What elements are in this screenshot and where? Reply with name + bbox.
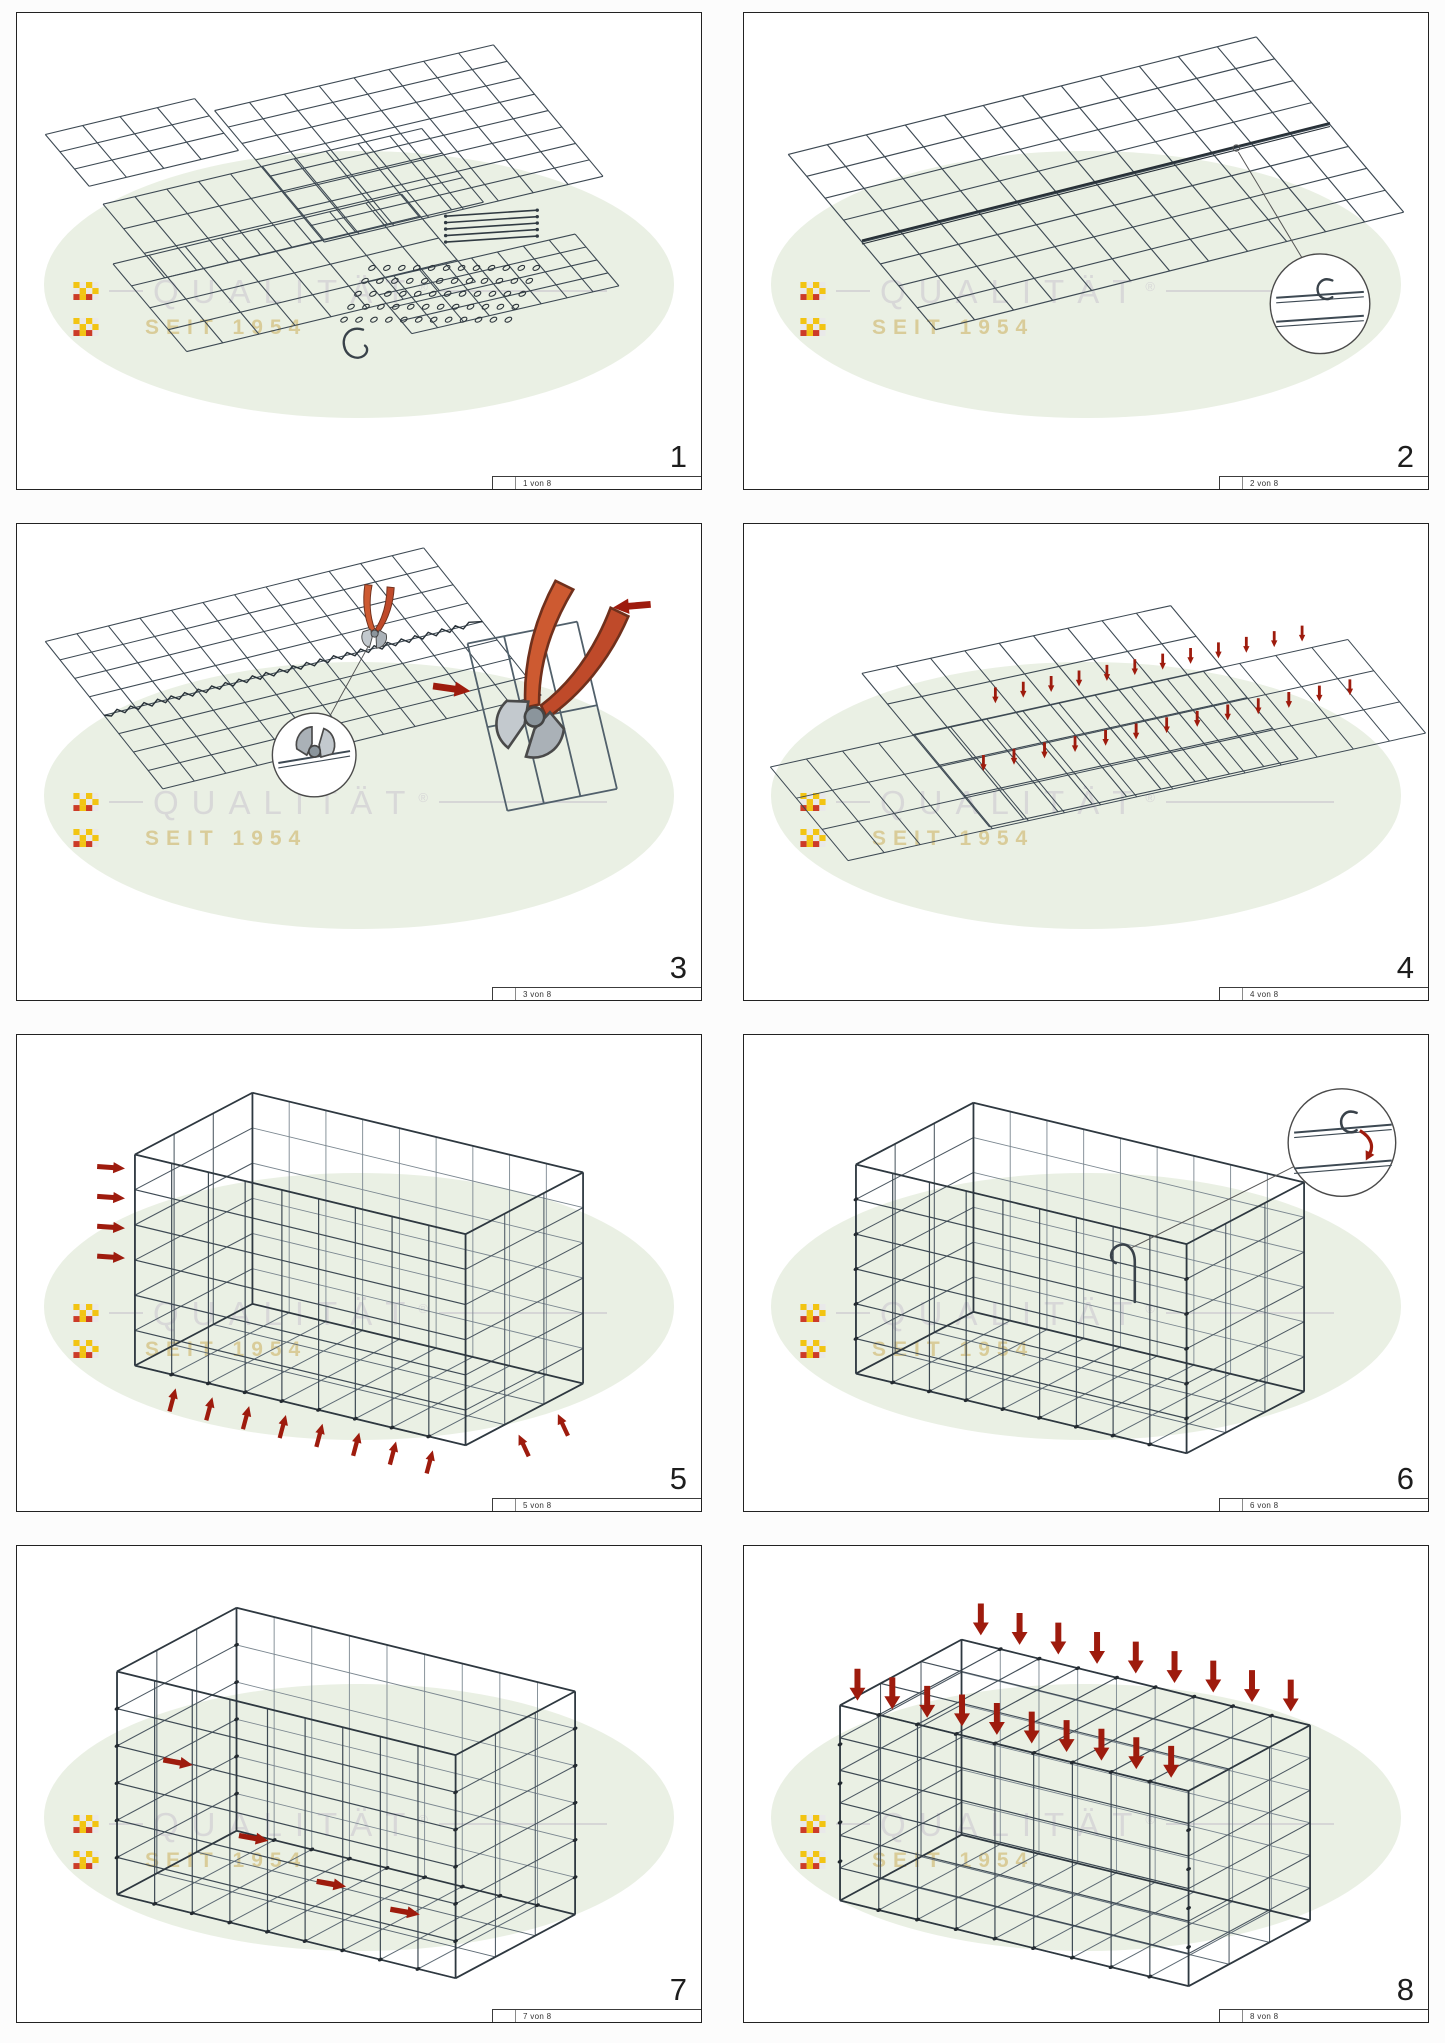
step-number: 1 bbox=[669, 439, 687, 474]
sheet-footer: 8 von 8 bbox=[1219, 2009, 1428, 2022]
step-panel-2: QUALITÄT® SEIT 1954 2 2 von 8 bbox=[743, 12, 1429, 490]
step-3-illustration bbox=[44, 547, 651, 812]
watermark-rule bbox=[1165, 290, 1334, 293]
watermark-subtitle: SEIT 1954 bbox=[872, 1848, 1035, 1872]
watermark-brand-row: QUALITÄT® bbox=[73, 275, 607, 308]
watermark-rule bbox=[109, 1312, 143, 1315]
watermark-ellipse bbox=[44, 151, 674, 418]
step-panel-4: QUALITÄT® SEIT 1954 4 4 von 8 bbox=[743, 523, 1429, 1001]
sheet-footer: 5 von 8 bbox=[492, 1498, 701, 1511]
step-panel-1: QUALITÄT® SEIT 1954 1 1 von 8 bbox=[16, 12, 702, 490]
sheet-footer: 7 von 8 bbox=[492, 2009, 701, 2022]
watermark-year-row: SEIT 1954 bbox=[800, 1850, 1034, 1871]
watermark-subtitle: SEIT 1954 bbox=[145, 1848, 308, 1872]
step-number: 2 bbox=[1396, 439, 1414, 474]
watermark-subtitle: SEIT 1954 bbox=[145, 1337, 308, 1361]
sheet-count-label: 1 von 8 bbox=[523, 478, 552, 488]
watermark-year-row: SEIT 1954 bbox=[73, 828, 307, 849]
step-8-illustration bbox=[837, 1603, 1311, 1988]
watermark-brand-row: QUALITÄT® bbox=[73, 786, 607, 819]
watermark-rule bbox=[1165, 1312, 1334, 1315]
sheet-count-label: 6 von 8 bbox=[1250, 1500, 1279, 1510]
watermark-rule bbox=[836, 1312, 870, 1315]
watermark-subtitle: SEIT 1954 bbox=[872, 315, 1035, 339]
watermark-title: QUALITÄT® bbox=[153, 783, 429, 821]
watermark-rule bbox=[109, 290, 143, 293]
watermark-ellipse bbox=[771, 662, 1401, 929]
watermark-rule bbox=[1165, 1823, 1334, 1826]
watermark-ellipse bbox=[44, 662, 674, 929]
sheet-count-label: 5 von 8 bbox=[523, 1500, 552, 1510]
footer-divider bbox=[515, 477, 516, 489]
step-2-illustration bbox=[787, 36, 1405, 355]
watermark-title: QUALITÄT® bbox=[153, 1294, 429, 1332]
watermark-year-row: SEIT 1954 bbox=[800, 317, 1034, 338]
watermark-title: QUALITÄT® bbox=[880, 1294, 1156, 1332]
sheet-count-label: 7 von 8 bbox=[523, 2011, 552, 2021]
step-5-illustration bbox=[97, 1091, 584, 1475]
step-panel-7: QUALITÄT® SEIT 1954 7 7 von 8 bbox=[16, 1545, 702, 2023]
step-number: 7 bbox=[669, 1972, 687, 2007]
step-number: 3 bbox=[669, 950, 687, 985]
watermark-rule bbox=[836, 290, 870, 293]
footer-divider bbox=[515, 1499, 516, 1511]
sheet-count-label: 2 von 8 bbox=[1250, 478, 1279, 488]
watermark-ellipse bbox=[771, 1684, 1401, 1951]
sheet-count-label: 8 von 8 bbox=[1250, 2011, 1279, 2021]
step-6-illustration bbox=[853, 1088, 1397, 1455]
watermark-rule bbox=[438, 1312, 607, 1315]
watermark-title: QUALITÄT® bbox=[153, 272, 429, 310]
watermark-subtitle: SEIT 1954 bbox=[145, 826, 308, 850]
watermark-brand-row: QUALITÄT® bbox=[73, 1808, 607, 1841]
footer-divider bbox=[1242, 988, 1243, 1000]
footer-divider bbox=[515, 2010, 516, 2022]
step-number: 5 bbox=[669, 1461, 687, 1496]
sheet-footer: 1 von 8 bbox=[492, 476, 701, 489]
watermark-year-row: SEIT 1954 bbox=[73, 317, 307, 338]
footer-divider bbox=[1242, 477, 1243, 489]
footer-divider bbox=[1242, 1499, 1243, 1511]
watermark-brand-row: QUALITÄT® bbox=[73, 1297, 607, 1330]
step-panel-8: QUALITÄT® SEIT 1954 8 8 von 8 bbox=[743, 1545, 1429, 2023]
sheet-footer: 3 von 8 bbox=[492, 987, 701, 1000]
step-1-illustration bbox=[44, 44, 620, 359]
step-number: 8 bbox=[1396, 1972, 1414, 2007]
sheet-count-label: 3 von 8 bbox=[523, 989, 552, 999]
watermark-rule bbox=[836, 1823, 870, 1826]
sheet-footer: 2 von 8 bbox=[1219, 476, 1428, 489]
watermark-rule bbox=[109, 1823, 143, 1826]
watermark-rule bbox=[438, 1823, 607, 1826]
sheet-footer: 6 von 8 bbox=[1219, 1498, 1428, 1511]
step-7-illustration bbox=[114, 1606, 578, 1980]
watermark-rule bbox=[438, 801, 607, 804]
watermark-subtitle: SEIT 1954 bbox=[145, 315, 308, 339]
watermark-year-row: SEIT 1954 bbox=[73, 1850, 307, 1871]
sheet-count-label: 4 von 8 bbox=[1250, 989, 1279, 999]
step-panel-6: QUALITÄT® SEIT 1954 6 6 von 8 bbox=[743, 1034, 1429, 1512]
watermark-rule bbox=[109, 801, 143, 804]
step-panel-3: QUALITÄT® SEIT 1954 3 3 von 8 bbox=[16, 523, 702, 1001]
step-panel-5: QUALITÄT® SEIT 1954 5 5 von 8 bbox=[16, 1034, 702, 1512]
sheet-footer: 4 von 8 bbox=[1219, 987, 1428, 1000]
footer-divider bbox=[1242, 2010, 1243, 2022]
watermark-year-row: SEIT 1954 bbox=[73, 1339, 307, 1360]
step-4-illustration bbox=[769, 605, 1426, 862]
watermark-title: QUALITÄT® bbox=[153, 1808, 429, 1841]
step-number: 6 bbox=[1396, 1461, 1414, 1496]
step-number: 4 bbox=[1396, 950, 1414, 985]
watermark-rule bbox=[836, 801, 870, 804]
watermark-rule bbox=[1165, 801, 1334, 804]
footer-divider bbox=[515, 988, 516, 1000]
watermark-brand-row: QUALITÄT® bbox=[800, 1297, 1334, 1330]
